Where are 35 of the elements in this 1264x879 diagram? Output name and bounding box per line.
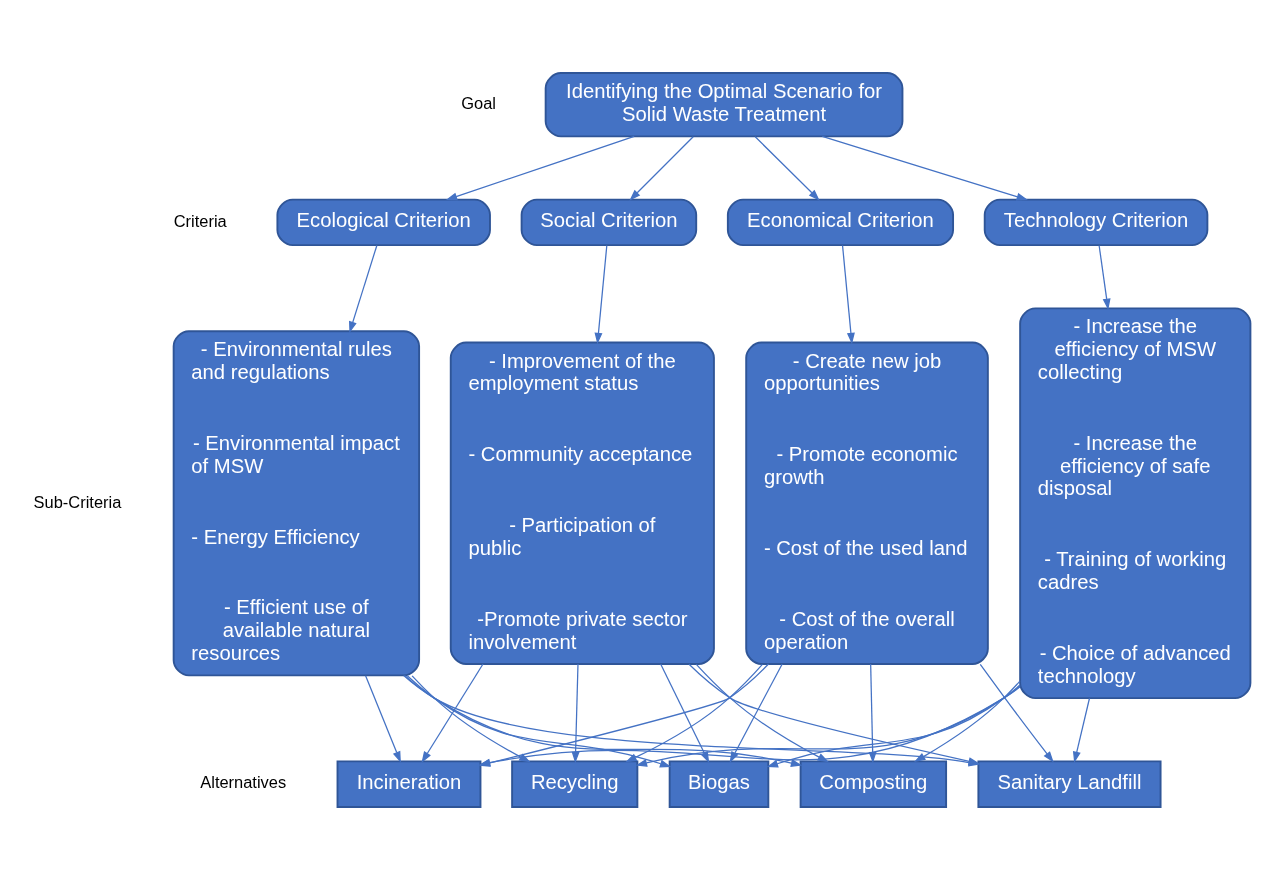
node-box: Incineration	[336, 759, 482, 808]
node-box: Identifying the Optimal Scenario for Solid Waste Treatment	[544, 71, 904, 137]
node-box: Biogas	[668, 759, 770, 808]
arrow	[445, 135, 635, 200]
node-box: - Create new job opportunities - Promote economic growth - Cost of the used land - Cost of the overall operation	[745, 341, 989, 665]
node-box: Technology Criterion	[983, 198, 1209, 246]
node-box: Composting	[799, 759, 948, 808]
arrow	[594, 244, 608, 344]
label: Goal	[461, 93, 496, 112]
arrow	[914, 680, 1021, 762]
node-box: - Environmental rules and regulations - Environmental impact of MSW - Energy Efficiency - Efficient use of available natural resources	[172, 329, 421, 676]
node-box: Ecological Criterion	[276, 198, 491, 246]
label: Sub-Criteria	[33, 492, 122, 511]
arrow	[629, 135, 694, 201]
node-box: - Improvement of the employment status - Community acceptance - Participation of public -Promote private sector involvement	[449, 341, 715, 665]
arrow	[1098, 244, 1111, 310]
node-box: - Increase the efficiency of MSW collecting - Increase the efficiency of safe disposal - Training of working cadres - Choice of advanced technology	[1019, 306, 1252, 699]
arrow	[404, 674, 803, 767]
arrow	[1072, 697, 1091, 763]
node-box: Social Criterion	[520, 198, 698, 246]
arrow	[406, 674, 672, 767]
node-box: Economical Criterion	[726, 198, 955, 246]
label: Criteria	[173, 211, 227, 230]
label: Alternatives	[200, 772, 287, 791]
arrow	[478, 662, 770, 767]
arrow	[979, 663, 1054, 763]
arrow	[421, 662, 484, 763]
node-box: Recycling	[511, 759, 639, 808]
arrow	[349, 244, 378, 333]
arrow	[754, 135, 820, 201]
arrow	[821, 135, 1028, 200]
arrow	[841, 244, 855, 344]
arrow	[571, 662, 580, 763]
node-box: Sanitary Landfill	[977, 759, 1162, 808]
arrow	[365, 674, 401, 763]
